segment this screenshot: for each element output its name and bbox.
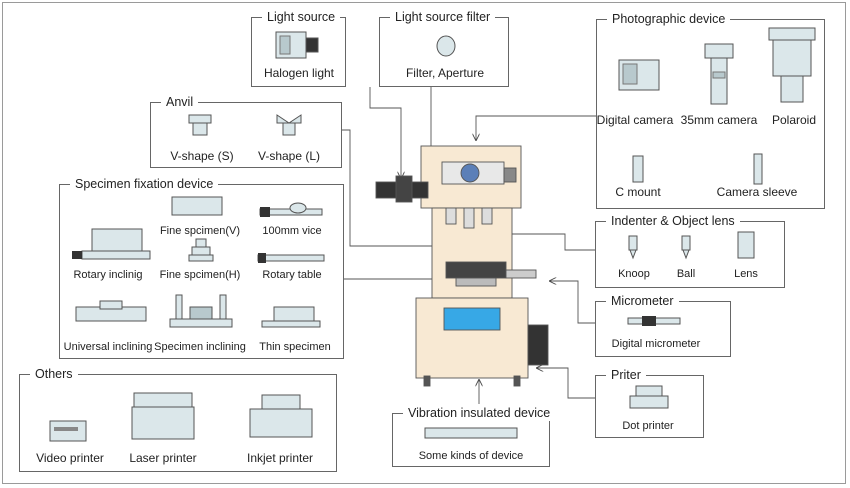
c-mount-icon xyxy=(632,155,644,183)
vibration-title: Vibration insulated device xyxy=(403,405,556,421)
line-indenter xyxy=(505,234,595,251)
light-source-title: Light source xyxy=(262,9,341,25)
dot-printer-icon xyxy=(629,385,669,409)
polaroid-icon xyxy=(768,27,816,103)
photographic-title: Photographic device xyxy=(607,11,731,27)
specimen-inclining-label: Specimen inclining xyxy=(154,341,246,353)
vice-100mm-icon xyxy=(259,202,323,217)
line-printer xyxy=(537,368,595,399)
line-anvil xyxy=(342,129,441,246)
digital-camera-label: Digital camera xyxy=(596,113,674,127)
universal-inclining-label: Universal inclining xyxy=(63,341,153,353)
fine-specimen-h-icon xyxy=(188,238,214,262)
fine-specimen-v-label: Fine spcimen(V) xyxy=(159,225,241,237)
rotary-table-label: Rotary table xyxy=(262,269,322,281)
laser-printer-label: Laser printer xyxy=(129,451,197,465)
filter-aperture-icon xyxy=(436,35,456,57)
hardness-tester-machine-illustration xyxy=(375,145,549,387)
rotary-table-icon xyxy=(257,253,325,263)
35mm-camera-icon xyxy=(704,43,734,105)
laser-printer-icon xyxy=(131,392,195,440)
printer-box: Priter Dot printer xyxy=(595,367,704,438)
digital-micrometer-icon xyxy=(627,316,681,326)
lens-label: Lens xyxy=(734,268,758,280)
photographic-device-box: Photographic device Digital camera 35mm … xyxy=(596,11,825,209)
inkjet-printer-label: Inkjet printer xyxy=(246,451,314,465)
v-shape-s-label: V-shape (S) xyxy=(170,149,234,163)
filter-aperture-label: Filter, Aperture xyxy=(405,66,485,80)
line-micrometer xyxy=(550,281,595,324)
rotary-inclining-icon xyxy=(72,228,151,260)
fine-specimen-v-icon xyxy=(171,196,223,216)
fixation-title: Specimen fixation device xyxy=(70,176,219,192)
line-photographic xyxy=(476,115,596,140)
video-printer-icon xyxy=(49,420,87,442)
v-shape-l-label: V-shape (L) xyxy=(257,149,321,163)
fine-specimen-h-label: Fine spcimen(H) xyxy=(159,269,241,281)
object-lens-icon xyxy=(737,231,755,259)
thin-specimen-icon xyxy=(261,306,321,328)
indenter-title: Indenter & Object lens xyxy=(606,213,740,229)
specimen-inclining-icon xyxy=(169,294,233,328)
digital-micrometer-label: Digital micrometer xyxy=(611,338,701,350)
camera-sleeve-label: Camera sleeve xyxy=(716,185,798,199)
halogen-light-icon xyxy=(275,31,319,59)
ball-label: Ball xyxy=(676,268,696,280)
vibration-device-icon xyxy=(424,427,518,439)
v-shape-s-icon xyxy=(188,114,212,136)
light-source-box: Light source Halogen light xyxy=(251,9,346,87)
light-filter-box: Light source filter Filter, Aperture xyxy=(379,9,509,87)
others-title: Others xyxy=(30,366,78,382)
polaroid-label: Polaroid xyxy=(771,113,817,127)
video-printer-label: Video printer xyxy=(36,451,104,465)
anvil-title: Anvil xyxy=(161,94,199,110)
vibration-device-label: Some kinds of device xyxy=(418,450,524,462)
line-light-source xyxy=(369,87,401,178)
micrometer-title: Micrometer xyxy=(606,293,679,309)
fixation-device-box: Specimen fixation device Fine spcimen(V)… xyxy=(59,176,344,359)
halogen-light-label: Halogen light xyxy=(263,66,335,80)
thin-specimen-label: Thin specimen xyxy=(259,341,331,353)
anvil-box: Anvil V-shape (S) V-shape (L) xyxy=(150,94,342,168)
camera-sleeve-icon xyxy=(753,153,763,185)
printer-title: Priter xyxy=(606,367,646,383)
c-mount-label: C mount xyxy=(615,185,661,199)
universal-inclining-icon xyxy=(75,300,147,322)
micrometer-box: Micrometer Digital micrometer xyxy=(595,293,731,357)
vice-100mm-label: 100mm vice xyxy=(262,225,322,237)
35mm-camera-label: 35mm camera xyxy=(680,113,758,127)
ball-indenter-icon xyxy=(681,235,691,260)
light-filter-title: Light source filter xyxy=(390,9,496,25)
dot-printer-label: Dot printer xyxy=(622,420,674,432)
vibration-device-box: Vibration insulated device Some kinds of… xyxy=(392,405,556,467)
digital-camera-icon xyxy=(618,59,660,91)
knoop-indenter-icon xyxy=(628,235,638,260)
v-shape-l-icon xyxy=(276,114,302,136)
indenter-lens-box: Indenter & Object lens Knoop Ball Lens xyxy=(595,213,785,288)
knoop-label: Knoop xyxy=(618,268,650,280)
rotary-inclining-label: Rotary inclinig xyxy=(73,269,143,281)
others-box: Others Video printer Laser printer Inkje… xyxy=(19,366,337,472)
inkjet-printer-icon xyxy=(249,394,313,438)
